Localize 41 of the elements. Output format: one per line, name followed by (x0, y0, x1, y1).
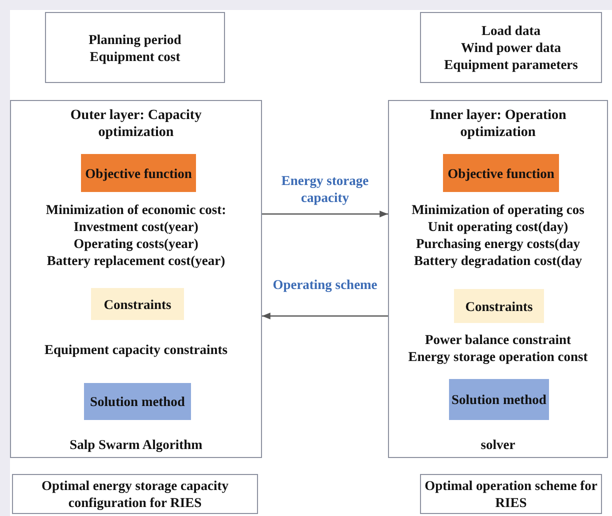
body-text: Equipment capacity constraints (43, 341, 228, 358)
node-text: Planning period (88, 30, 182, 48)
node-text: Solution method (90, 393, 185, 410)
objective-box (81, 154, 196, 192)
body-text: Purchasing energy costs(day (415, 235, 581, 252)
result-box (12, 474, 258, 514)
node-text: Constraints (104, 296, 172, 312)
body-text: Minimization of economic cost: (44, 201, 228, 218)
node-text: Load data (482, 22, 540, 39)
body-text: Power balance constraint (424, 331, 572, 348)
body-text: Minimization of operating cos (410, 201, 586, 218)
body-text: Battery degradation cost(day (413, 252, 583, 269)
node-text: Solution method (452, 391, 546, 408)
body-text: Energy storage operation const (407, 348, 589, 365)
node-text: Objective function (85, 164, 192, 182)
node-text: Optimal energy storage capacity configuration for RIES (40, 477, 230, 511)
body-text: Battery replacement cost(year) (46, 252, 226, 269)
node-text: Equipment parameters (444, 56, 578, 73)
input-box (45, 12, 225, 83)
body-text: Unit operating cost(day) (426, 218, 570, 235)
layer-panel (10, 100, 262, 458)
node-text: Optimal operation scheme for RIES (424, 477, 598, 511)
body-text: Operating costs(year) (72, 235, 200, 252)
body-text: Salp Swarm Algorithm (68, 436, 204, 453)
constraints-box (454, 289, 544, 323)
constraints-box (91, 288, 184, 320)
input-box (420, 12, 602, 83)
node-text: Constraints (465, 298, 533, 314)
method-box (84, 383, 191, 420)
body-text: solver (480, 436, 516, 453)
panel-heading: Outer layer: Capacity optimization (69, 107, 203, 141)
body-text: Investment cost(year) (72, 218, 200, 235)
panel-heading: Inner layer: Operation optimization (428, 107, 568, 141)
layer-panel (388, 100, 608, 458)
arrow (262, 312, 388, 320)
objective-box (443, 154, 559, 192)
node-text: Equipment cost (90, 48, 180, 64)
arrow (262, 210, 388, 218)
node-text: Objective function (448, 164, 554, 182)
method-box (449, 379, 549, 420)
node-text: Wind power data (460, 39, 562, 56)
